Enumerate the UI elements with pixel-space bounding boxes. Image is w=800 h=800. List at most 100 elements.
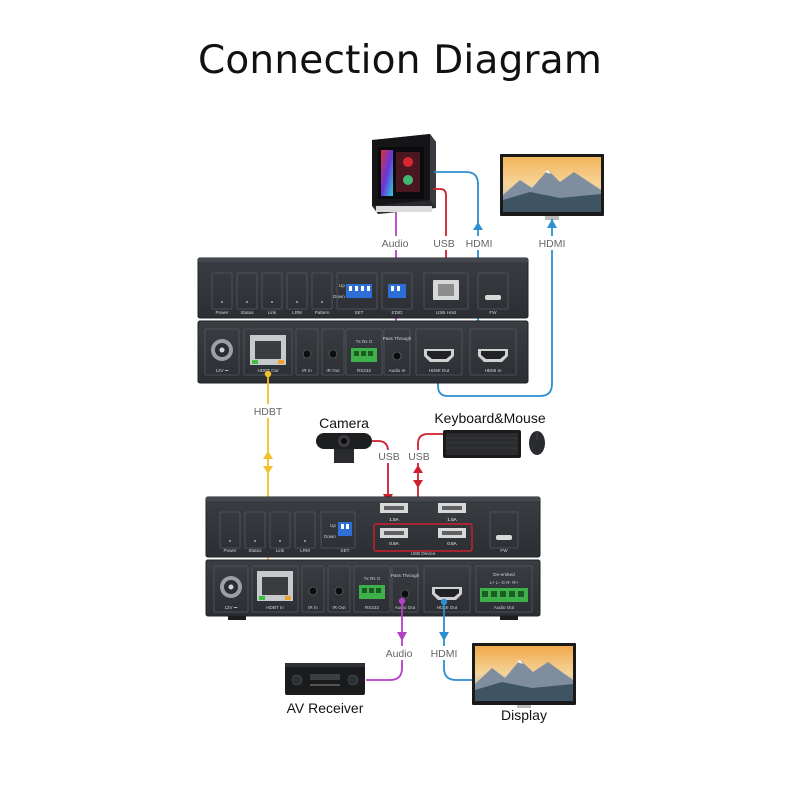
tx-pattern-label: Pattern	[315, 310, 330, 315]
rx-pass-through-label: Pass Through	[391, 573, 420, 578]
rx-fw-label: FW	[500, 548, 508, 553]
tx-ir-out-port[interactable]	[321, 328, 345, 376]
tx-fw-port[interactable]	[477, 272, 509, 310]
rx-status-label: Status	[248, 548, 262, 553]
rx-dip-down-label: Down	[324, 534, 336, 539]
usb-label-camera: USB	[378, 451, 400, 463]
tx-hdmi-in-label: HDMI In	[485, 368, 502, 373]
usb-cable-top	[433, 188, 447, 272]
keyboard-mouse-label: Keyboard&Mouse	[434, 410, 546, 426]
hdmi-cable-monitor	[437, 219, 553, 397]
monitor-icon	[500, 154, 604, 220]
rx-ir-in-port[interactable]	[301, 565, 325, 613]
tx-set-label: SET	[355, 310, 364, 315]
rx-ir-in-label: IR In	[308, 605, 318, 610]
rx-usb-device-label: USB Device	[411, 551, 436, 556]
tx-dip-switch-edid[interactable]	[381, 272, 413, 310]
tx-led-slots	[211, 272, 333, 310]
tower-pc-icon	[372, 134, 436, 214]
display-label: Display	[501, 707, 547, 723]
rx-hdmi-out-label: HDMI Out	[437, 605, 458, 610]
tx-dip-switch-set[interactable]	[336, 272, 378, 310]
hdmi-cable-top	[434, 171, 479, 321]
tx-fw-label: FW	[489, 310, 497, 315]
rx-audio-out-right-label: Audio Out	[494, 605, 515, 610]
tx-audio-in-port[interactable]	[383, 328, 411, 376]
rx-dip-up-label: Up	[330, 523, 336, 528]
hdbt-label: HDBT	[254, 406, 283, 418]
hdmi-label-top: HDMI	[466, 238, 493, 250]
rx-rs232-terminal[interactable]	[353, 565, 391, 613]
rx-hdbt-in-label: HDBT In	[266, 605, 284, 610]
audio-label-bottom: Audio	[386, 648, 413, 660]
usb-cable-camera	[372, 440, 389, 500]
rx-usb-15a-label-2: 1.5A	[447, 517, 457, 522]
webcam-icon	[316, 433, 372, 463]
keyboard-mouse-icon	[443, 430, 545, 458]
display-icon	[472, 643, 576, 708]
tx-hdbt-out-port[interactable]	[243, 328, 293, 376]
tx-rs232-label: RS232	[357, 368, 371, 373]
rx-audio-out-label: Audio Out	[395, 605, 416, 610]
page-title: Connection Diagram	[197, 38, 603, 83]
tx-12v-label: 12V ⎓	[215, 368, 228, 373]
rx-rs232-pins-label: Tx Rx G	[364, 576, 381, 581]
tx-power-connector[interactable]	[204, 328, 240, 376]
tx-power-label: Power	[215, 310, 228, 315]
rx-hdbt-in-port[interactable]	[251, 565, 299, 613]
rx-lrm-label: LRM	[300, 548, 310, 553]
av-receiver-label: AV Receiver	[287, 700, 364, 716]
rx-led-slots	[219, 511, 316, 549]
tx-rs232-pins-label: Tx Rx G	[356, 339, 373, 344]
usb-label-top: USB	[433, 238, 455, 250]
usb-cable-keyboard	[417, 433, 443, 524]
audio-cable-bottom	[366, 602, 403, 681]
rx-rs232-label: RS232	[365, 605, 379, 610]
tx-hdmi-out-port[interactable]	[415, 328, 463, 376]
rx-de-embed-label: De-embed	[493, 572, 515, 577]
usb-label-keyboard: USB	[408, 451, 430, 463]
rx-link-label: Link	[276, 548, 285, 553]
rx-audio-out-terminal[interactable]	[475, 565, 533, 613]
rx-audio-out-port[interactable]	[391, 565, 419, 613]
tx-usb-host-label: USB Host	[436, 310, 457, 315]
av-receiver-icon	[285, 663, 365, 695]
rx-fw-port[interactable]	[489, 511, 519, 549]
tx-pass-through-label: Pass Through	[383, 336, 412, 341]
tx-ir-in-label: IR In	[302, 368, 312, 373]
hdmi-label-bottom: HDMI	[431, 648, 458, 660]
rx-usb-15a-label-1: 1.5A	[389, 517, 399, 522]
tx-dip-up-label: Up	[339, 283, 345, 288]
tx-hdbt-out-label: HDBT Out	[257, 368, 279, 373]
rx-audio-pins-label: L+ L- G R- R+	[490, 580, 519, 585]
receiver-unit: Power Status Link LRM Up Down SET 1.5A 1…	[205, 496, 541, 620]
rx-12v-label: 12V ⎓	[224, 605, 237, 610]
rx-ir-out-port[interactable]	[327, 565, 351, 613]
transmitter-unit: Power Status Link LRM Pattern Up Down SE…	[197, 257, 529, 384]
rx-set-label: SET	[341, 548, 350, 553]
rx-hdmi-out-port[interactable]	[423, 565, 471, 613]
tx-ir-in-port[interactable]	[295, 328, 319, 376]
rx-usb-06a-label-2: 0.6A	[447, 541, 457, 546]
tx-link-label: Link	[268, 310, 277, 315]
rx-power-connector[interactable]	[213, 565, 249, 613]
rx-usb-06a-label-1: 0.6A	[389, 541, 399, 546]
hdmi-cable-bottom	[443, 604, 474, 681]
tx-edid-label: EDID	[392, 310, 404, 315]
tx-ir-out-label: IR Out	[326, 368, 340, 373]
rx-ir-out-label: IR Out	[332, 605, 346, 610]
rx-power-label: Power	[223, 548, 236, 553]
tx-hdmi-in-port[interactable]	[469, 328, 517, 376]
tx-rs232-terminal[interactable]	[345, 328, 383, 376]
tx-usb-host-port[interactable]	[423, 272, 469, 310]
audio-label-top: Audio	[382, 238, 409, 250]
tx-status-label: Status	[240, 310, 254, 315]
tx-lrm-label: LRM	[292, 310, 302, 315]
tx-hdmi-out-label: HDMI Out	[429, 368, 450, 373]
tx-audio-in-label: Audio In	[389, 368, 406, 373]
hdmi-label-monitor: HDMI	[539, 238, 566, 250]
rx-usb-device-ports[interactable]	[373, 503, 473, 552]
rx-dip-switch-set[interactable]	[320, 511, 356, 549]
camera-label: Camera	[319, 415, 369, 431]
